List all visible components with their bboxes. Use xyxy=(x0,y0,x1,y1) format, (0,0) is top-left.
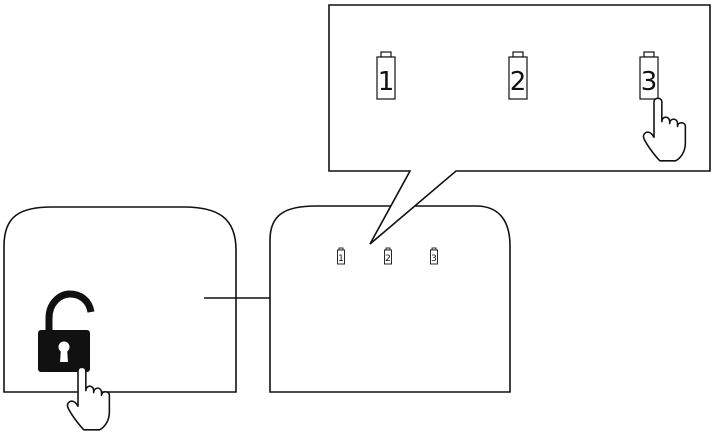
pointing-hand-icon xyxy=(66,366,111,431)
slot-number-device-3: 3 xyxy=(431,254,437,264)
callout-bubble xyxy=(328,4,711,245)
slot-number-callout-2: 2 xyxy=(510,67,527,97)
slot-number-callout-1: 1 xyxy=(378,67,395,97)
slot-icon-device-3: 3 xyxy=(430,247,438,265)
slot-icon-callout-1: 1 xyxy=(376,51,396,100)
zoom-callout: 1 2 3 xyxy=(328,4,711,245)
slot-icon-callout-3: 3 xyxy=(639,51,659,100)
slot-device: 1 2 3 xyxy=(269,205,511,393)
slot-number-callout-3: 3 xyxy=(641,67,658,97)
pointing-hand-icon xyxy=(642,97,687,162)
device-slot-icons: 1 2 3 xyxy=(337,247,438,265)
slot-icon-device-1: 1 xyxy=(337,247,345,265)
padlock-open-icon xyxy=(38,290,95,372)
slot-device-outline xyxy=(269,205,511,393)
slot-number-device-2: 2 xyxy=(385,254,391,264)
slot-number-device-1: 1 xyxy=(338,254,344,264)
callout-slot-icons: 1 2 3 xyxy=(376,51,659,100)
lock-device xyxy=(3,206,237,393)
slot-icon-callout-2: 2 xyxy=(508,51,528,100)
slot-icon-device-2: 2 xyxy=(384,247,392,265)
